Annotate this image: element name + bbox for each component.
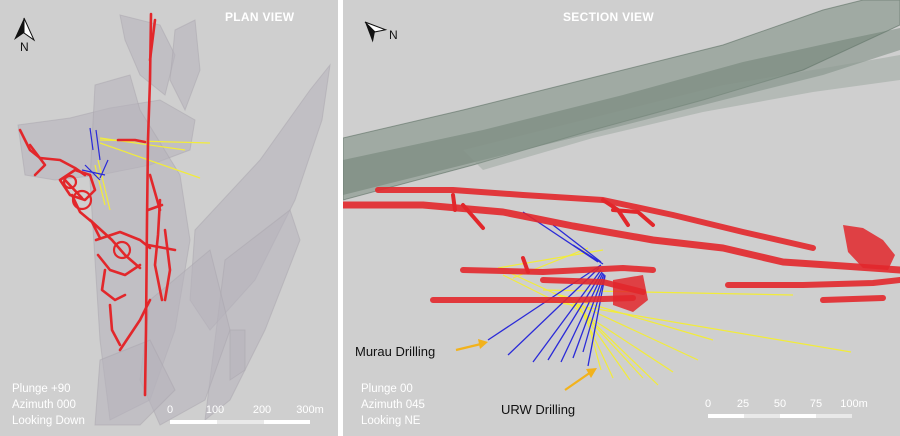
scale-label: 200 — [252, 404, 272, 416]
section-view-scene — [343, 0, 900, 391]
workings-section — [343, 187, 900, 303]
stope-body — [843, 225, 895, 270]
north-arrow-icon — [364, 21, 388, 43]
workings-plan — [18, 12, 177, 397]
section-scale-bar: 0 25 50 75 100m — [704, 398, 878, 422]
lode-surface — [463, 55, 900, 170]
azimuth-text: Azimuth 000 — [12, 399, 76, 411]
lode-surfaces — [343, 0, 900, 201]
scale-label: 50 — [773, 398, 787, 410]
scale-label: 75 — [809, 398, 823, 410]
scale-label: 0 — [166, 404, 174, 416]
plan-view-panel: N PLAN VIEW Plunge +90 Azimuth 000 Looki… — [0, 0, 338, 436]
scale-label: 100m — [840, 398, 868, 410]
ore-body — [229, 329, 246, 381]
murau-drill-traces-section — [487, 211, 606, 367]
scale-label: 25 — [736, 398, 750, 410]
ore-bodies — [17, 14, 331, 426]
looking-text: Looking NE — [361, 415, 421, 427]
section-view-info: Plunge 00 Azimuth 045 Looking NE — [361, 381, 425, 429]
plan-view-scene — [14, 12, 331, 426]
plan-scale-bar: 0 100 200 300m — [166, 404, 324, 428]
arrow-icon — [564, 368, 597, 391]
north-label: N — [20, 40, 29, 54]
section-view-panel: N SECTION VIEW Murau Drilling URW Drilli… — [343, 0, 900, 436]
scale-label: 100 — [205, 404, 225, 416]
arrow-icon — [455, 339, 488, 352]
lode-surface — [343, 28, 900, 195]
section-view-title: SECTION VIEW — [563, 10, 654, 24]
annotation-arrows — [455, 339, 597, 391]
murau-drill-traces-plan — [81, 127, 109, 181]
azimuth-text: Azimuth 045 — [361, 399, 425, 411]
looking-text: Looking Down — [12, 415, 85, 427]
urw-drill-traces-section — [497, 247, 852, 386]
stope-body — [613, 275, 648, 312]
murau-drilling-label: Murau Drilling — [355, 344, 436, 359]
plunge-text: Plunge +90 — [12, 383, 71, 395]
ore-body — [169, 19, 201, 112]
workings-loops-plan — [62, 174, 132, 260]
scale-label: 300m — [296, 404, 324, 416]
plan-view-info: Plunge +90 Azimuth 000 Looking Down — [12, 381, 85, 429]
ore-body — [119, 14, 176, 96]
stope-bodies — [613, 225, 895, 312]
scale-label: 0 — [704, 398, 712, 410]
north-arrow-icon — [14, 17, 36, 42]
plunge-text: Plunge 00 — [361, 383, 413, 395]
plan-view-title: PLAN VIEW — [225, 10, 295, 24]
north-label: N — [389, 28, 398, 42]
lode-surface — [343, 0, 900, 201]
ore-body — [94, 339, 176, 426]
urw-drilling-label: URW Drilling — [501, 402, 576, 417]
